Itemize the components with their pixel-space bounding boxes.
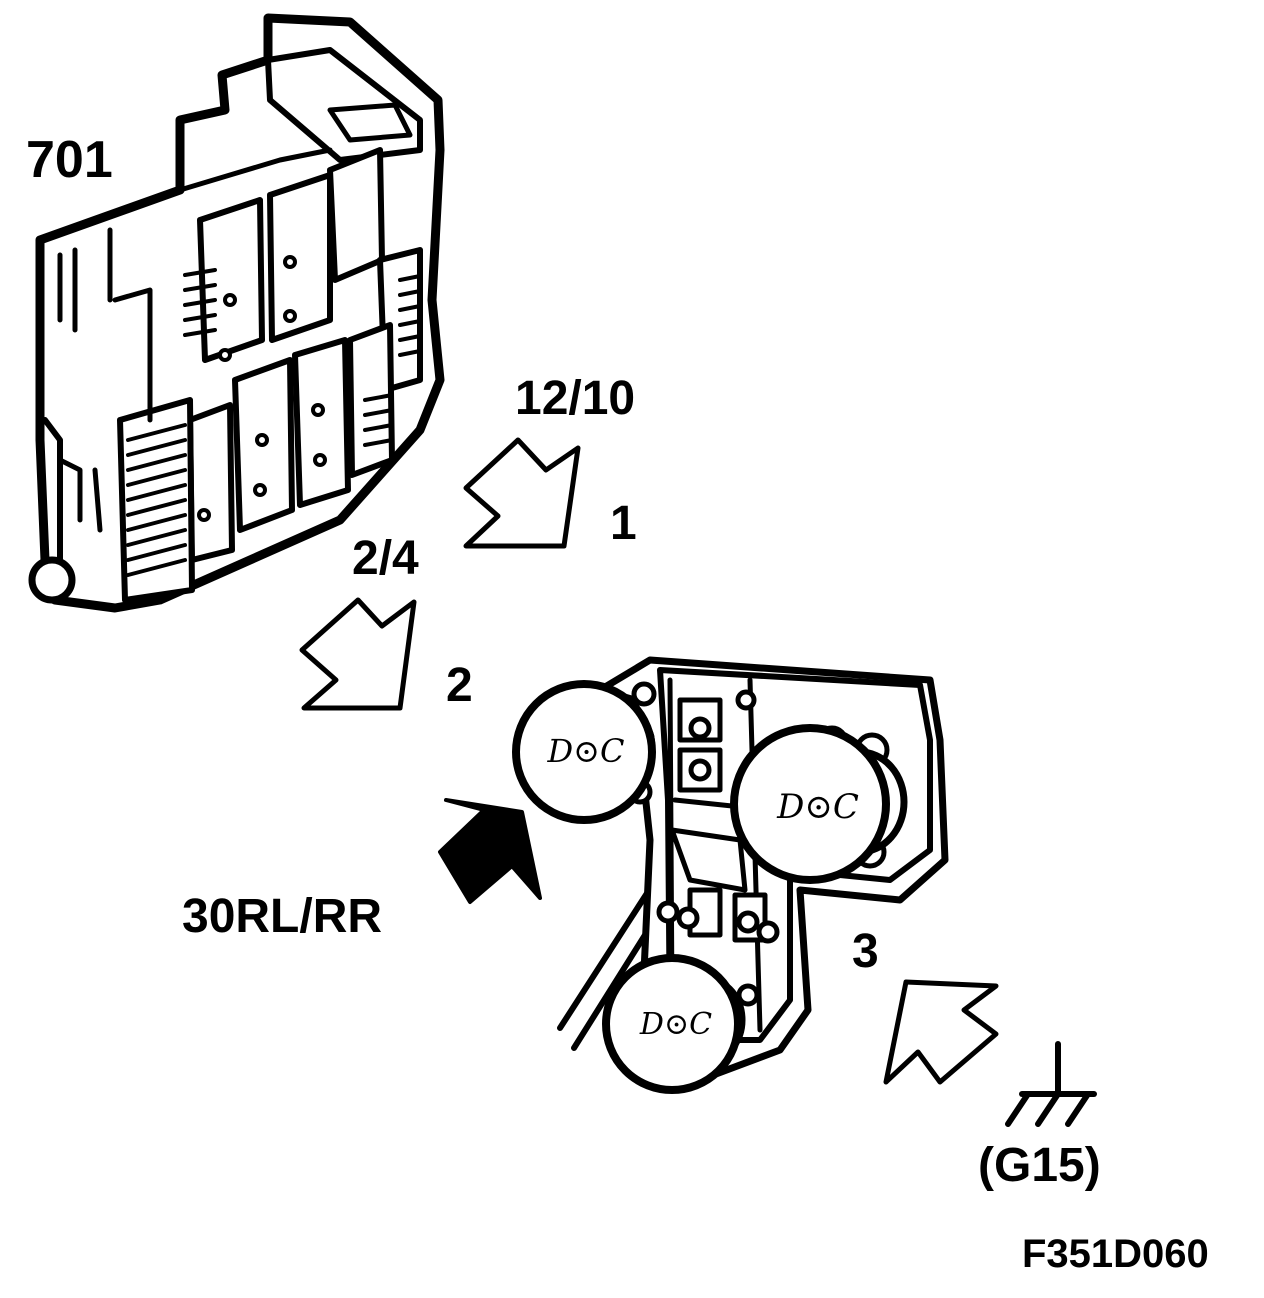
connector-2-label: 2/4 bbox=[352, 532, 419, 585]
unit-number-label: 701 bbox=[26, 131, 113, 189]
bulb-marking-2: D⊙C bbox=[776, 787, 859, 827]
ground-point-label: (G15) bbox=[978, 1139, 1101, 1192]
bulb-marking-1: D⊙C bbox=[547, 732, 625, 770]
bulb-lower bbox=[602, 954, 746, 1094]
ground-symbol bbox=[1005, 1041, 1097, 1127]
bulb-holder bbox=[512, 656, 949, 1094]
arrow-connector-1 bbox=[463, 437, 581, 549]
bulb-right bbox=[730, 724, 908, 884]
mounting-knob bbox=[28, 556, 76, 604]
connector-1-label: 12/10 bbox=[515, 372, 636, 425]
figure-code-label: F351D060 bbox=[1022, 1232, 1209, 1276]
control-module-701 bbox=[28, 13, 445, 613]
arrow-power-supply bbox=[438, 798, 542, 904]
bulb-marking-3: D⊙C bbox=[639, 1007, 712, 1042]
pin-2-label: 2 bbox=[446, 659, 473, 712]
arrow-connector-2 bbox=[299, 597, 417, 711]
pin-1-label: 1 bbox=[610, 497, 637, 550]
arrow-ground bbox=[883, 979, 999, 1085]
pin-3-label: 3 bbox=[852, 925, 879, 978]
power-supply-label: 30RL/RR bbox=[182, 890, 383, 943]
bulb-upper-left bbox=[512, 680, 656, 824]
